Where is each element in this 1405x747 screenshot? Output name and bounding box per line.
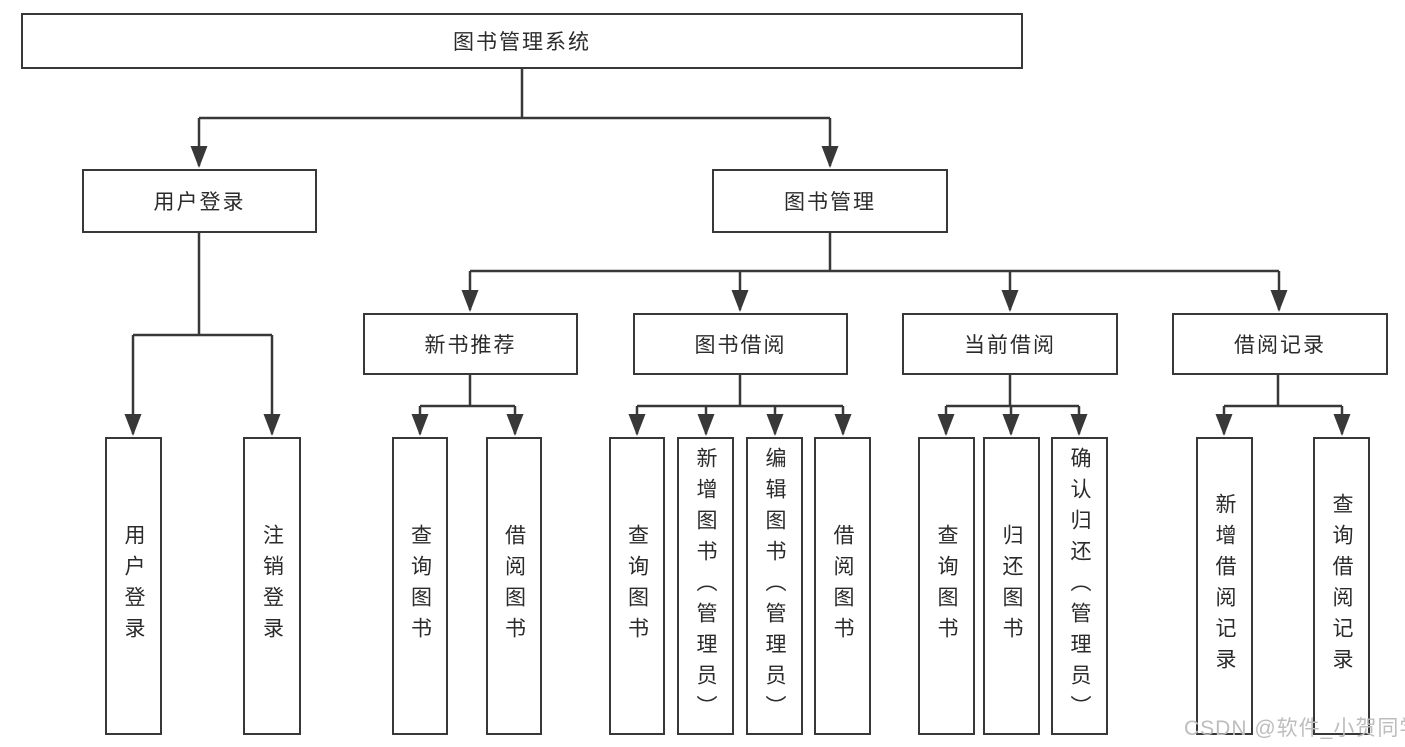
- leaf-borrow-book-recommend-label: 借阅图书: [502, 524, 526, 648]
- leaf-user-login: 用户登录: [105, 437, 162, 735]
- node-borrow-records: 借阅记录: [1172, 313, 1388, 375]
- node-book-mgmt: 图书管理: [712, 169, 948, 233]
- leaf-query-book-borrow-label: 查询图书: [625, 524, 649, 648]
- leaf-edit-book-admin-label: 编辑图书（管理员）: [763, 446, 786, 726]
- watermark: CSDN @软件_小贺同学: [1184, 717, 1405, 740]
- leaf-add-book-admin-label: 新增图书（管理员）: [694, 446, 717, 726]
- leaf-confirm-return-admin-label: 确认归还（管理员）: [1068, 446, 1091, 726]
- leaf-add-book-admin: 新增图书（管理员）: [677, 437, 734, 735]
- leaf-return-book: 归还图书: [983, 437, 1040, 735]
- leaf-logout-label: 注销登录: [260, 524, 284, 648]
- leaf-query-book-current: 查询图书: [918, 437, 975, 735]
- leaf-query-book-borrow: 查询图书: [609, 437, 665, 735]
- leaf-confirm-return-admin: 确认归还（管理员）: [1051, 437, 1108, 735]
- leaf-query-book-recommend-label: 查询图书: [408, 524, 432, 648]
- leaf-user-login-label: 用户登录: [122, 524, 145, 648]
- leaf-borrow-book-label: 借阅图书: [831, 524, 854, 648]
- leaf-query-book-current-label: 查询图书: [935, 524, 958, 648]
- leaf-add-borrow-record-label: 新增借阅记录: [1213, 493, 1236, 679]
- node-current-borrow: 当前借阅: [902, 313, 1118, 375]
- leaf-query-borrow-record: 查询借阅记录: [1313, 437, 1370, 735]
- leaf-add-borrow-record: 新增借阅记录: [1196, 437, 1253, 735]
- leaf-logout: 注销登录: [243, 437, 301, 735]
- leaf-return-book-label: 归还图书: [1000, 524, 1023, 648]
- leaf-query-borrow-record-label: 查询借阅记录: [1330, 493, 1353, 679]
- node-new-book-recommend: 新书推荐: [363, 313, 578, 375]
- node-root: 图书管理系统: [21, 13, 1023, 69]
- leaf-query-book-recommend: 查询图书: [392, 437, 448, 735]
- node-book-borrow: 图书借阅: [633, 313, 848, 375]
- leaf-borrow-book-recommend: 借阅图书: [486, 437, 542, 735]
- leaf-edit-book-admin: 编辑图书（管理员）: [746, 437, 803, 735]
- leaf-borrow-book: 借阅图书: [814, 437, 871, 735]
- bus-lines: [133, 69, 1342, 408]
- node-user-login: 用户登录: [82, 169, 317, 233]
